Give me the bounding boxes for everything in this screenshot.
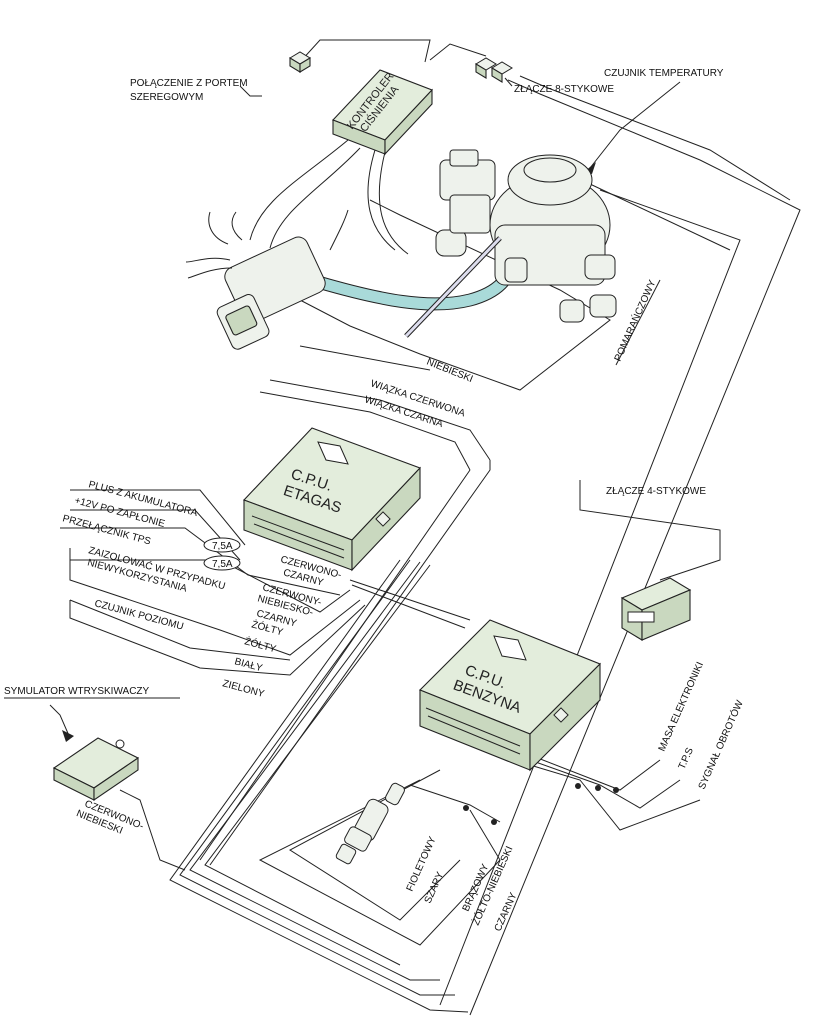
fuse-1-label: 7,5A — [212, 541, 233, 552]
connector-8pin-feed — [469, 79, 801, 1016]
etagas-loop-3 — [189, 561, 440, 981]
benzyna-loop-2 — [258, 779, 501, 946]
isolate-label: ZAIZOLOWAĆ W PRZYPADKUNIEWYKORZYSTANIA — [84, 543, 227, 604]
pressure-sensor — [335, 782, 405, 865]
serial-cable — [299, 39, 431, 63]
right-harness-1 — [529, 754, 661, 791]
grey-wire-label: SZARY — [423, 870, 447, 905]
serial-pointer — [239, 85, 262, 97]
serial-port-plug — [289, 51, 311, 73]
right-harness-3 — [529, 764, 701, 831]
wire-green-label: ZIELONY — [221, 678, 265, 700]
simulator-pointer — [49, 704, 71, 739]
temp-sensor-leader — [589, 81, 681, 169]
black-harness — [259, 391, 471, 471]
etagas-to-benzyna-1 — [349, 579, 471, 621]
wiring-routes — [49, 39, 801, 1016]
isolate-box — [69, 548, 361, 656]
rpm-signal-label: SYGNAŁ OBROTÓW — [695, 698, 746, 792]
sensor-wires — [409, 784, 501, 823]
connector-8pin-label: ZŁĄCZE 8-STYKOWE — [514, 84, 614, 95]
junction-dot-4 — [463, 805, 469, 811]
reducer-assembly — [185, 139, 617, 350]
injector-simulator-box — [52, 737, 140, 802]
controller-connector-wire — [429, 43, 487, 61]
pressure-controller — [332, 69, 433, 156]
junction-dot-5 — [491, 819, 497, 825]
level-top — [69, 599, 291, 661]
connector-4pin — [620, 577, 692, 641]
junction-dot-2 — [595, 785, 601, 791]
right-harness-2 — [529, 759, 681, 809]
simulator-wire-label: CZERWONO-NIEBIESKI — [75, 797, 145, 843]
connector-4pin-line — [579, 480, 721, 581]
fuse-2 — [203, 555, 241, 571]
isolate-leader — [70, 559, 351, 613]
temp-sensor-wire-2 — [589, 183, 731, 251]
junction-dot-1 — [575, 783, 581, 789]
injector-simulator-label: SYMULATOR WTRYSKIWACZY — [4, 686, 150, 697]
cpu-etagas-module — [243, 427, 421, 572]
etagas-loop-2 — [179, 559, 455, 996]
orange-wire-label: POMARAŃCZOWY — [611, 277, 659, 363]
wire-yellow-label: ŻÓŁTY — [243, 634, 278, 655]
connector-4pin-label: ZŁĄCZE 4-STYKOWE — [606, 486, 706, 497]
tps-label: T.P.S — [677, 746, 696, 771]
blue-wire-route — [299, 199, 611, 391]
niebieski-leader — [299, 345, 431, 371]
connector-8pin — [475, 57, 513, 83]
etagas-loop-1 — [169, 559, 469, 1013]
cpu-benzyna-module — [419, 619, 601, 772]
junction-dot-3 — [613, 787, 619, 793]
temp-sensor-label: CZUJNIK TEMPERATURY — [604, 68, 724, 79]
fuse-2-label: 7,5A — [212, 559, 233, 570]
harness-drop-2 — [199, 469, 471, 861]
simulator-arrowhead — [62, 730, 74, 742]
orange-leader — [615, 279, 661, 366]
etagas-to-benzyna-2 — [351, 584, 466, 629]
red-harness — [269, 379, 491, 461]
etagas-loop-4 — [204, 564, 431, 966]
connector-8pin-feed-2 — [519, 75, 791, 201]
simulator-wire — [119, 789, 186, 871]
fuse-1 — [203, 537, 241, 553]
battery-leader — [70, 489, 246, 546]
connector-8pin-arrow — [504, 77, 513, 87]
level-leader — [69, 600, 366, 676]
electronic-ground-label: MASA ELEKTRONIKI — [657, 660, 706, 753]
